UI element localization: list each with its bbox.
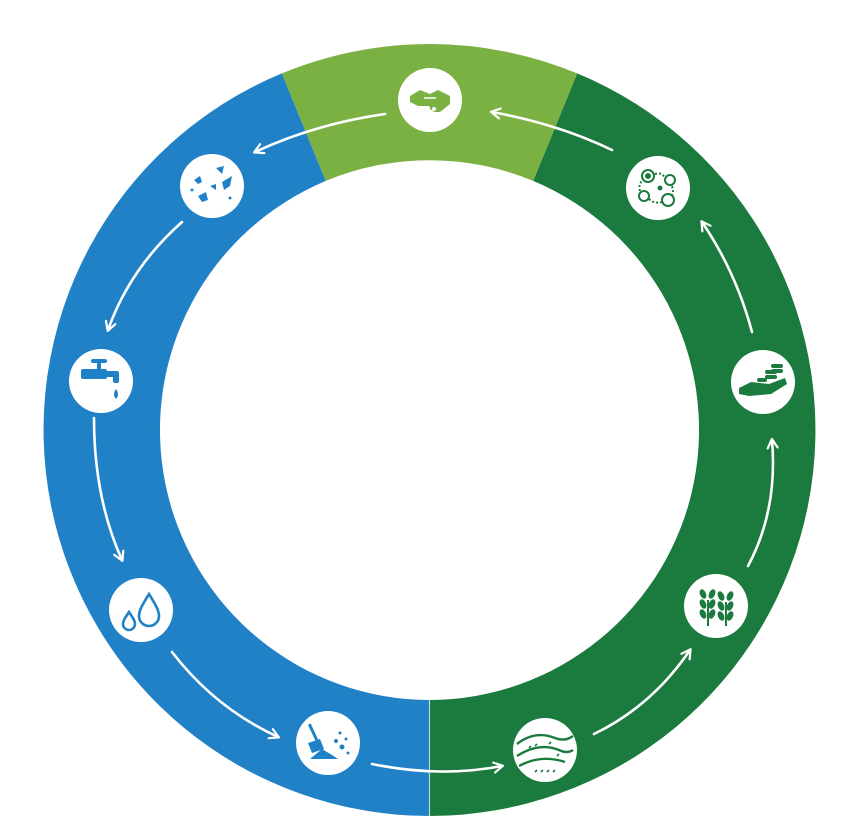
cycle-arrows xyxy=(92,112,773,772)
stage-water-drops xyxy=(109,578,173,642)
stage-hand-coins xyxy=(731,350,795,414)
arrow-handshake-to-birds xyxy=(255,112,387,152)
landscape-fields-icon xyxy=(516,733,574,773)
stage-nutrient-cycle xyxy=(626,156,690,220)
cycle-stages xyxy=(69,68,795,782)
handshake-icon xyxy=(410,90,450,112)
hand-coins-icon xyxy=(739,364,787,396)
stage-landscape-fields xyxy=(513,718,577,782)
stage-water-tap xyxy=(69,349,133,413)
right-segment xyxy=(429,73,816,816)
stage-birds xyxy=(180,154,244,218)
stage-wheat xyxy=(684,574,748,638)
arrow-wheat-to-hand xyxy=(746,440,773,568)
stage-soil-shovel xyxy=(296,711,360,775)
cycle-ring xyxy=(43,44,816,816)
arrow-tap-to-drops xyxy=(92,416,122,560)
wheat-icon xyxy=(699,589,734,626)
water-drops-icon xyxy=(121,591,161,632)
stage-handshake xyxy=(398,68,462,132)
arrow-soil-to-fields xyxy=(370,764,502,772)
arrow-nutrient-to-handshake xyxy=(492,112,614,152)
birds-icon xyxy=(190,166,232,202)
arrow-birds-to-tap xyxy=(108,220,184,330)
soil-shovel-icon xyxy=(307,723,350,759)
arrow-hand-to-nutrient xyxy=(702,222,754,334)
nutrient-cycle-icon xyxy=(638,169,676,207)
arrow-fields-to-wheat xyxy=(592,650,690,736)
arrow-drops-to-soil xyxy=(170,650,278,737)
water-tap-icon xyxy=(81,359,119,399)
